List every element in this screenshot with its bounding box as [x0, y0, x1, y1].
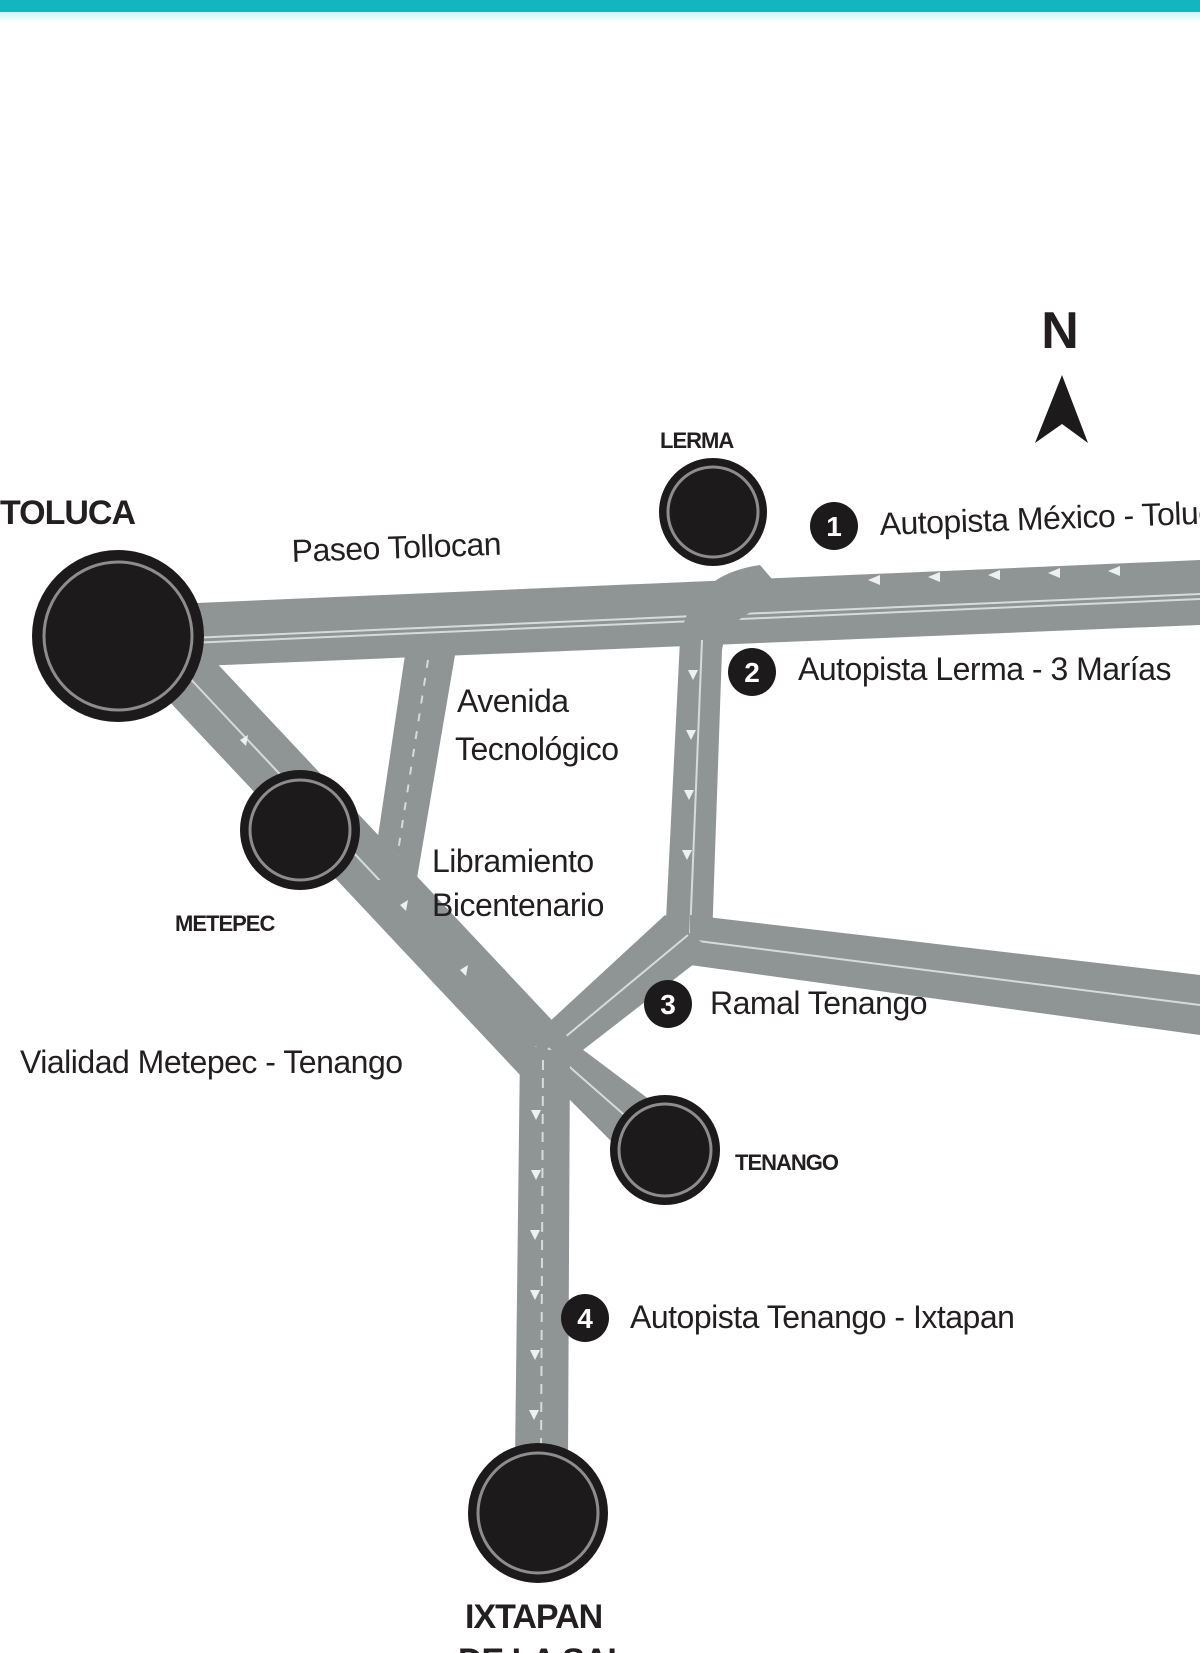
header-accent-bar: [0, 0, 1200, 12]
route-3[interactable]: 3 Ramal Tenango: [644, 980, 928, 1028]
road-avenida-tecnologico: [370, 655, 455, 890]
road-label-bicentenario: Bicentenario: [432, 887, 604, 923]
city-node-tenango[interactable]: [610, 1095, 720, 1205]
route-label-1: Autopista México - Toluca: [879, 494, 1200, 542]
north-label: N: [1041, 302, 1079, 360]
road-ramal-tenango: [690, 915, 1200, 1035]
road-label-libramiento: Libramiento: [432, 843, 594, 879]
svg-text:1: 1: [826, 511, 842, 542]
route-label-3: Ramal Tenango: [710, 985, 927, 1021]
route-badge-2: [728, 648, 776, 696]
route-1[interactable]: 1 Autopista México - Toluca: [810, 494, 1200, 550]
city-label-toluca: TOLUCA: [0, 494, 135, 532]
svg-text:2: 2: [744, 657, 760, 688]
city-label-ixtapan: IXTAPAN: [465, 1598, 602, 1636]
road-libramiento-bicentenario: [370, 880, 555, 1055]
north-indicator: N: [1035, 302, 1088, 443]
city-label-metepec: METEPEC: [175, 911, 275, 936]
city-node-lerma[interactable]: [659, 458, 767, 566]
road-autopista-tenango-ixtapan: [515, 1050, 570, 1460]
svg-text:3: 3: [660, 989, 676, 1020]
road-label-vialidad-metepec-tenango: Vialidad Metepec - Tenango: [20, 1044, 403, 1080]
header-glow: [0, 12, 1200, 22]
city-node-metepec[interactable]: [240, 770, 360, 890]
route-badge-4: [561, 1294, 609, 1342]
road-paseo-tollocan: [150, 560, 1200, 668]
north-arrow-icon: [1035, 375, 1088, 443]
route-badge-1: [810, 502, 858, 550]
route-badge-3: [644, 980, 692, 1028]
route-2[interactable]: 2 Autopista Lerma - 3 Marías: [728, 648, 1171, 696]
roads-layer: [135, 560, 1200, 1461]
city-node-ixtapan[interactable]: [468, 1443, 608, 1583]
road-label-avenida: Avenida: [457, 683, 569, 719]
city-node-toluca[interactable]: [32, 550, 204, 722]
road-autopista-lerma-3-marias: [665, 565, 790, 940]
direction-arrows: [240, 566, 1120, 1420]
road-label-paseo-tollocan: Paseo Tollocan: [291, 526, 502, 569]
city-label-tenango: TENANGO: [735, 1150, 839, 1175]
route-label-4: Autopista Tenango - Ixtapan: [630, 1299, 1014, 1335]
route-4[interactable]: 4 Autopista Tenango - Ixtapan: [561, 1294, 1015, 1342]
road-label-tecnologico: Tecnológico: [455, 731, 619, 767]
city-label-de-la-sal: DE LA SAL: [458, 1642, 627, 1653]
svg-text:4: 4: [577, 1303, 593, 1334]
city-label-lerma: LERMA: [660, 428, 734, 453]
route-label-2: Autopista Lerma - 3 Marías: [798, 651, 1171, 687]
